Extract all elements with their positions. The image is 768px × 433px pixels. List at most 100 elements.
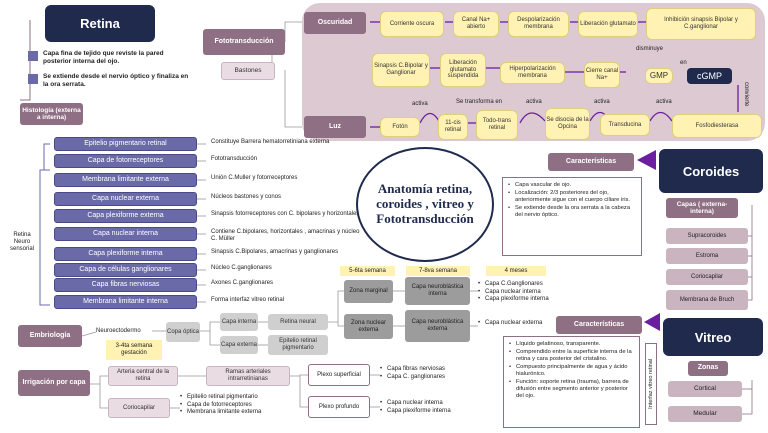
corio-list: Epitelio retinal pigmentario Capa de fot… [180,394,261,417]
capa-neuroblastica-interna: Capa neuroblástica interna [405,277,470,305]
coriocapilar: Coriocapilar [108,398,170,418]
activa-label: activa [656,99,672,105]
layer-description: Axones C.ganglionares [211,280,274,286]
activa-label: activa [412,101,428,107]
vitreo-title: Vitreo [663,318,763,356]
activa-label: activa [526,99,542,105]
vitreo-item: Líquido gelatinoso, transparente. [509,341,634,348]
light-step-3: Todo-trans retinal [476,110,518,140]
semana-5-6: 5-6ta semana [340,266,395,276]
corio-item: Capa de fotorreceptores [180,402,261,410]
layer-description: Fototransducción [211,156,258,162]
embrio-item: Capa C.Ganglionares [478,281,549,289]
meses-4: 4 meses [486,266,546,276]
layer-description: Núcleo C.ganglionares [211,265,272,271]
corio-item: Epitelio retinal pigmentario [180,394,261,402]
coroides-caracteristicas: Características [548,153,634,171]
coroides-item: Se extiende desde la ora serrata a la ca… [508,205,636,219]
plexo-item: Capa nuclear interna [380,400,451,408]
return-step-3: Hiperpolarización membrana [500,62,565,84]
embriologia-label: Embriología [18,325,82,347]
coroides-title: Coroides [659,149,763,193]
layer-description: Constituye Barrera hematorretiniana exte… [211,139,330,145]
center-title: Anatomía retina, coroides , vitreo y Fot… [376,181,474,226]
layer-name: Capa de células ganglionares [54,263,197,277]
dark-step-4: Liberación glutamato [578,11,638,37]
retina-neurosensorial-label: Retina Neuro sensorial [9,232,34,253]
bullet-square [28,74,38,84]
coroides-capa-2: Estroma [666,248,748,264]
dark-step-3: Despolarización membrana [508,11,569,37]
light-step-4: Se disocia de la Opcina [545,108,590,140]
return-step-4: Cierre canal Na+ [584,62,620,88]
layer-name: Capa plexiforme interna [54,247,197,261]
plexo-profundo: Plexo profundo [308,396,370,418]
layer-description: Unión C.Muller y fotorreceptores [211,175,298,181]
gestacion-label: 3-4ta semana gestación [106,340,162,360]
embrio-item: Capa nuclear interna [478,289,549,297]
layer-name: Capa fibras nerviosas [54,278,197,292]
light-step-1: Fotón [380,117,420,137]
histologia-label: Histología (externa a interna) [20,103,83,125]
ramas-arteriales: Ramas arteriales intrarretinianas [206,366,290,386]
capa-externa: Capa externa [220,336,258,354]
light-step-2: 11-cis retinal [438,114,468,140]
return-step-1: Sinapsis C.Bipolar y Ganglionar [372,53,430,87]
vitreo-list: Líquido gelatinoso, transparente. Compre… [503,336,640,428]
vitreo-item: Comprendido entre la superficie interna … [509,349,634,363]
layer-name: Capa de fotorreceptores [54,154,197,168]
oscuridad-label: Oscuridad [304,12,366,34]
copa-optica: Copa óptica [166,322,200,342]
capa-interna: Capa interna [220,313,258,331]
zona-marginal: Zona marginal [344,280,393,303]
interfaz-label: Interfaz vitreo retinal [648,359,654,409]
dark-step-2: Canal Na+ abierto [453,11,499,37]
plexo-item: Capa C. ganglionares [380,374,445,382]
capa-neuroblastica-externa: Capa neuroblástica externa [405,310,470,342]
bastones-label: Bastones [221,62,275,80]
layer-name: Membrana limitante externa [54,173,197,187]
epitelio-pigmentario: Epitelio retinal pigmentario [268,335,328,355]
plexo-prof-list: Capa nuclear interna Capa plexiforme int… [380,400,451,415]
layer-name: Capa plexiforme externa [54,209,197,223]
interfaz-box: Interfaz vitreo retinal [645,343,657,425]
retina-desc-1: Capa fina de tejido que reviste la pared… [43,50,164,65]
disminuye-label: disminuye [636,46,664,52]
plexo-superficial: Plexo superficial [308,364,370,386]
zona-cortical: Cortical [668,381,742,397]
layer-name: Membrana limitante interna [54,295,197,309]
embrio-item: Capa nuclear externa [478,320,542,328]
coroides-item: Localización: 2/3 posteriores del ojo, a… [508,190,636,204]
arteria-central: Arteria central de la retina [108,366,178,386]
gmp-node: GMP [645,68,673,84]
en-label: en [680,60,687,66]
corio-item: Membrana limitante externa [180,409,261,417]
dark-step-1: Corriente oscura [380,11,444,37]
se-transforma-label: Se transforma en [456,99,503,105]
layer-description: Sinapsis fotorreceptores con C. bipolare… [211,211,360,217]
retina-neural: Retina neural [268,314,328,330]
layer-name: Epitelio pigmentario retinal [54,137,197,151]
zonas-label: Zonas [688,361,728,376]
luz-label: Luz [304,116,366,138]
fototransduccion-label: Fototransducción [203,29,285,55]
layer-description: Forma interfaz vitreo retinal [211,297,285,303]
embrio-item: Capa plexiforme interna [478,296,549,304]
center-circle: Anatomía retina, coroides , vitreo y Fot… [356,147,494,262]
zona-nuclear-externa: Zona nuclear externa [344,314,393,339]
activa-label: activa [594,99,610,105]
layer-name: Capa nuclear externa [54,192,197,206]
retina-title: Retina [45,5,155,42]
bullet-square [28,51,38,61]
zona-medular: Medular [668,406,742,422]
embrio-list-1: Capa C.Ganglionares Capa nuclear interna… [478,281,549,304]
plexo-item: Capa fibras nerviosas [380,366,445,374]
vitreo-item: Función: soporte retina (trauma), barrer… [509,379,634,400]
neuroectodermo-label: Neuroectodermo [96,328,141,334]
coroides-capa-1: Supracoroides [666,228,748,244]
embrio-list-2: Capa nuclear externa [478,320,542,328]
light-step-5: Transducina [600,114,650,136]
coroides-capa-4: Membrana de Bruch [666,290,748,310]
layer-description: Núcleos bastones y conos [211,194,282,200]
retina-desc-2: Se extiende desde el nervio óptico y fin… [43,73,189,88]
